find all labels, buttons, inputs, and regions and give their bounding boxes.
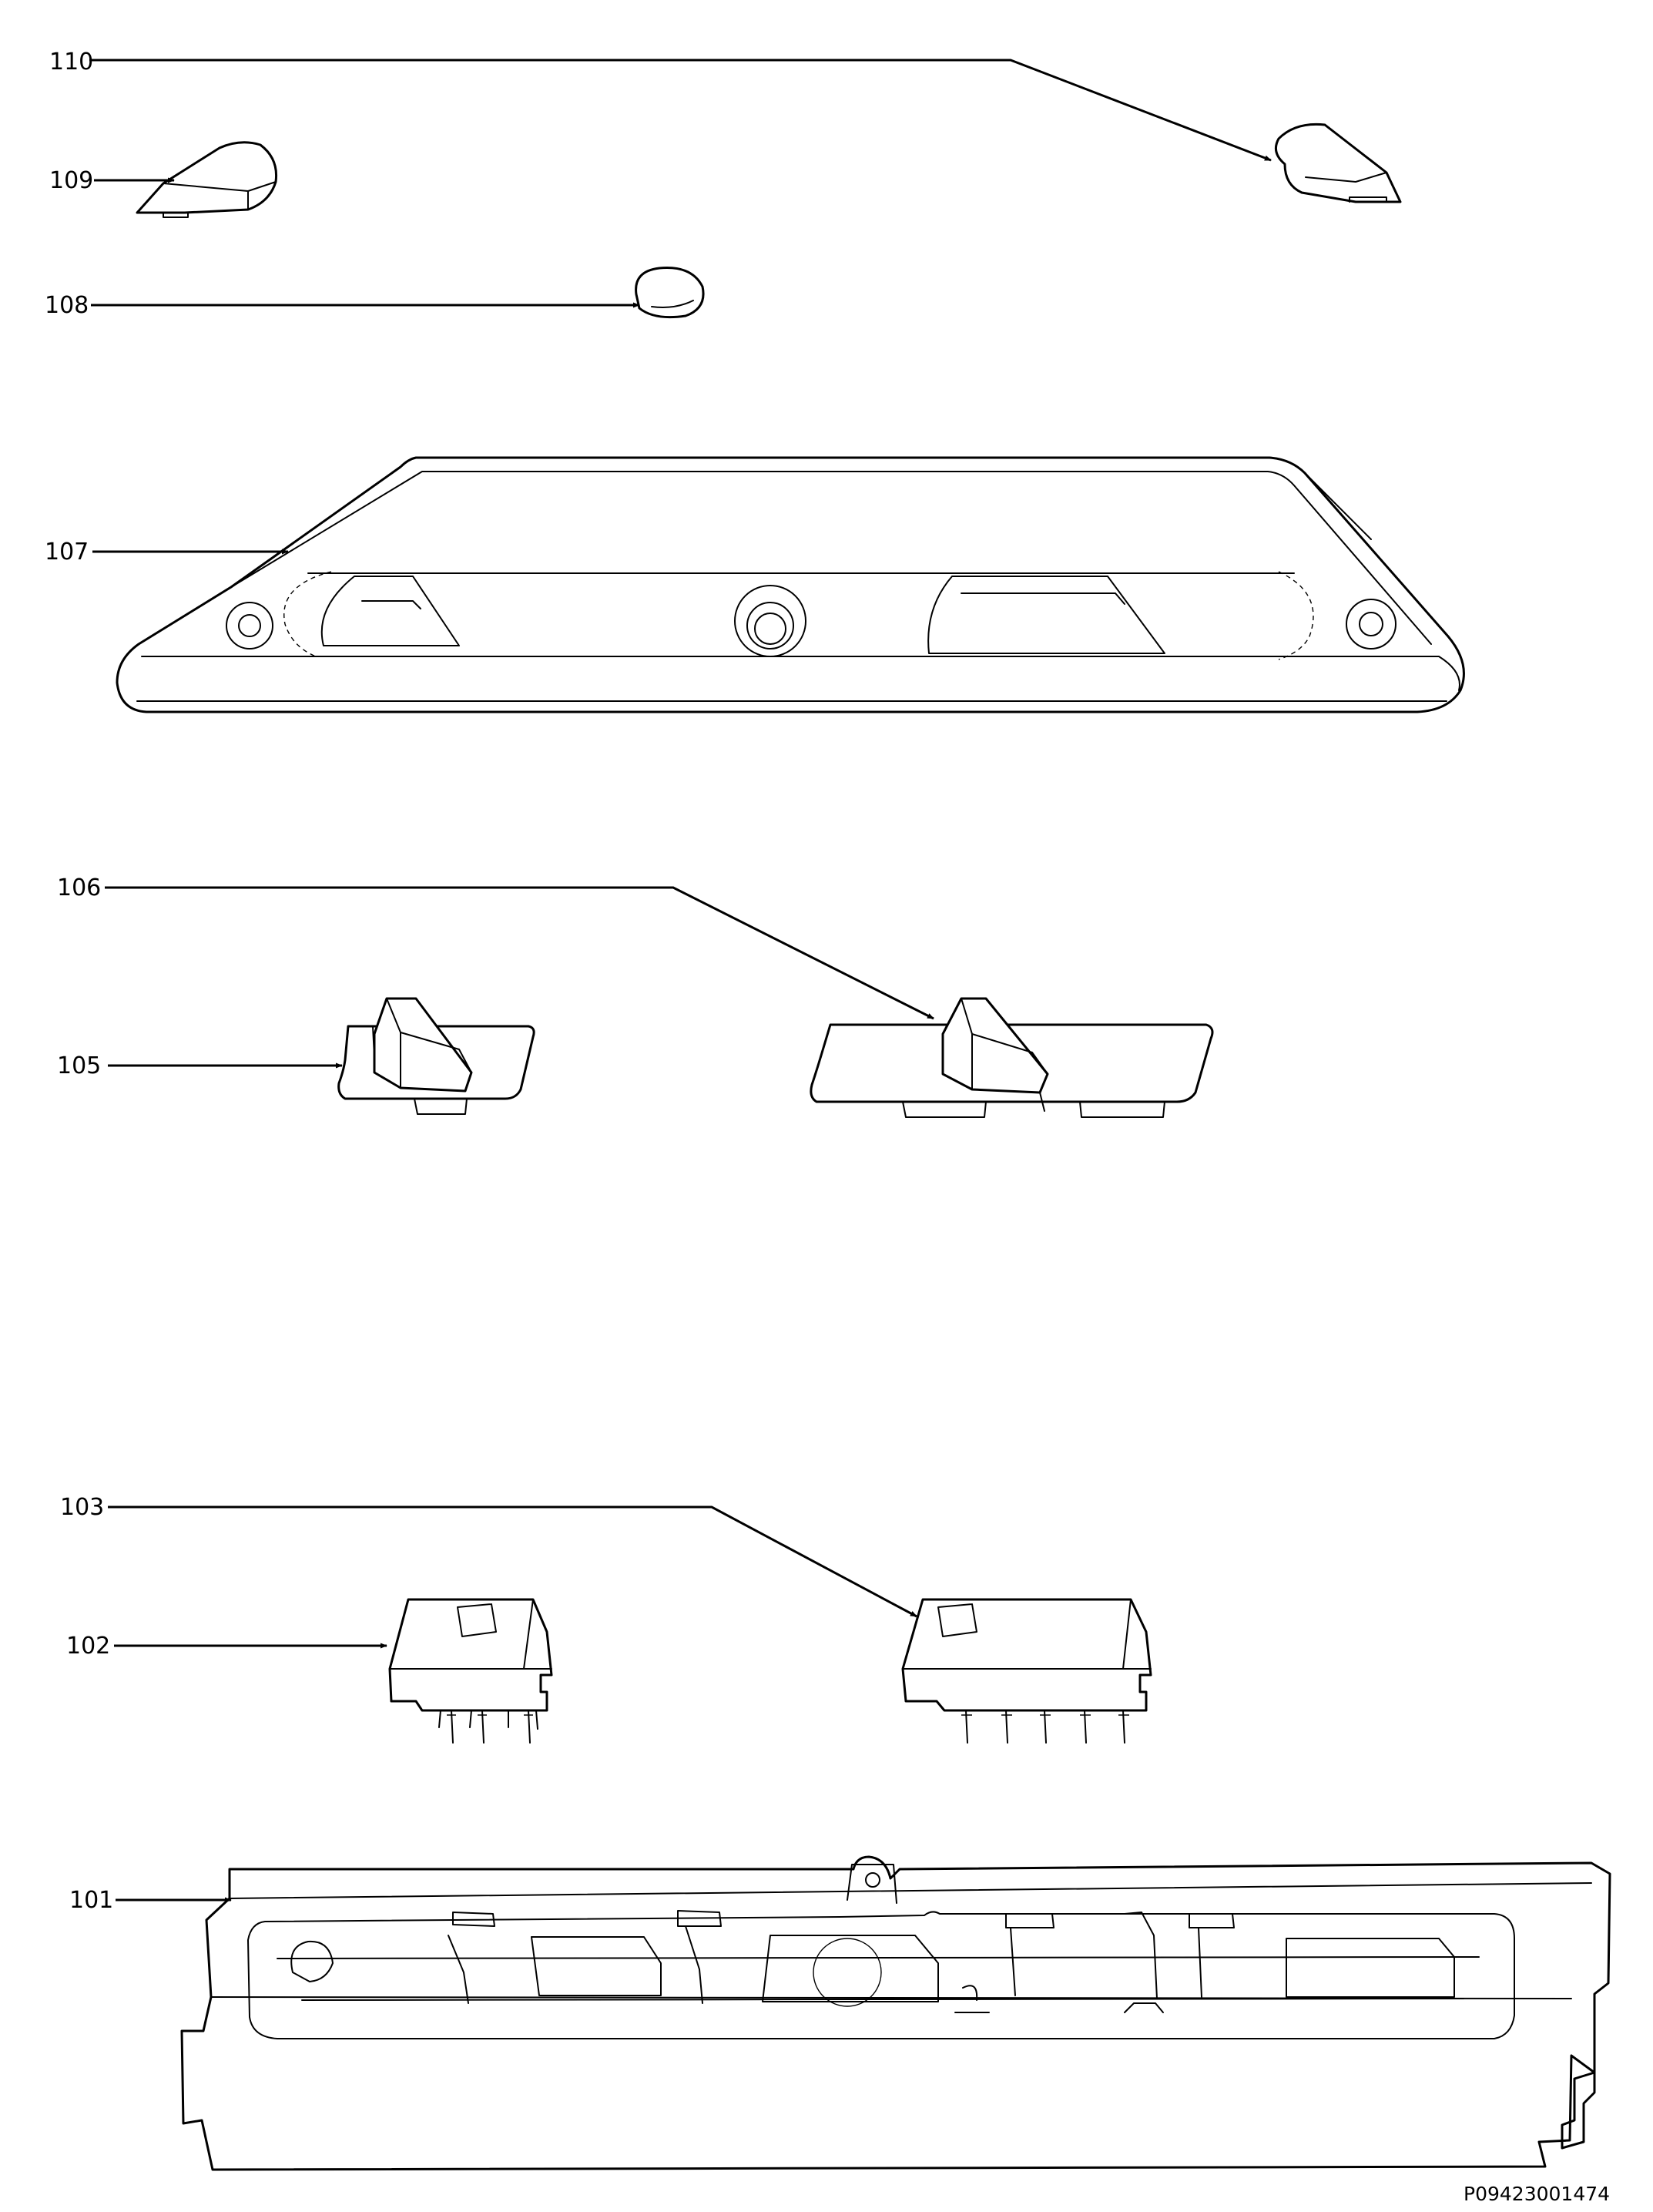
- callout-label-110: 110: [49, 49, 93, 76]
- callout-109: 109: [49, 167, 175, 194]
- callout-label-101: 101: [69, 1887, 113, 1914]
- callout-label-109: 109: [49, 167, 93, 194]
- callout-101: 101: [69, 1887, 232, 1914]
- part-110-end-cap-right: [1274, 123, 1402, 203]
- drawing-number: P09423001474: [1464, 2183, 1610, 2205]
- callout-label-105: 105: [57, 1052, 101, 1079]
- callout-106: 106: [57, 874, 934, 1020]
- part-103-slide-switch-5-pin: [901, 1598, 1152, 1744]
- callout-103: 103: [60, 1494, 917, 1618]
- callout-108: 108: [45, 292, 640, 319]
- part-108-round-button: [635, 267, 705, 319]
- callout-102: 102: [66, 1633, 387, 1660]
- leader-line-110: [89, 59, 1272, 162]
- part-102-slide-switch-3-pin: [388, 1598, 553, 1744]
- part-109-end-cap-left: [136, 141, 278, 218]
- callout-label-103: 103: [60, 1494, 104, 1521]
- callout-105: 105: [57, 1052, 343, 1079]
- part-107-control-panel-trim: [116, 456, 1465, 713]
- callout-label-102: 102: [66, 1633, 110, 1660]
- callout-label-107: 107: [45, 539, 89, 566]
- part-105-slider-knob-short: [337, 997, 535, 1115]
- leader-line-103: [108, 1505, 917, 1618]
- callout-label-108: 108: [45, 292, 89, 319]
- callout-label-106: 106: [57, 874, 101, 901]
- callout-107: 107: [45, 539, 289, 566]
- part-106-slider-knob-long: [810, 997, 1214, 1118]
- callout-110: 110: [49, 49, 1272, 162]
- part-101-switch-housing: [180, 1855, 1611, 2171]
- leader-line-106: [105, 886, 934, 1020]
